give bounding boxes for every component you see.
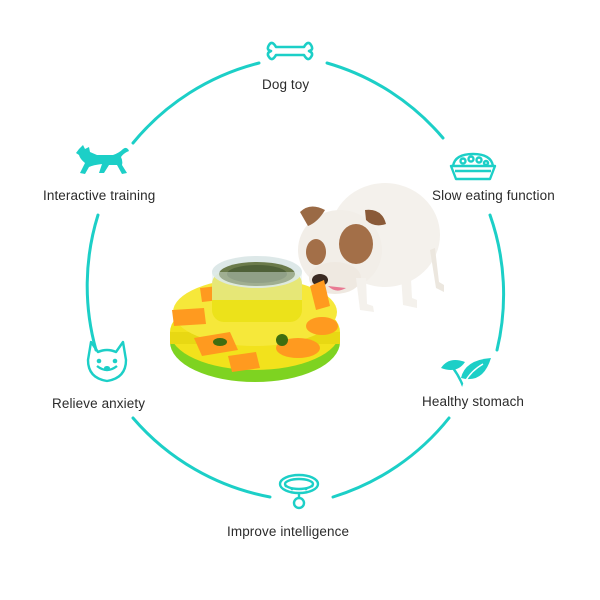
dog-face-icon	[84, 338, 130, 384]
collar-icon	[277, 470, 321, 512]
feature-label-dog-toy: Dog toy	[262, 77, 310, 92]
feature-label-improve-intelligence: Improve intelligence	[227, 524, 350, 539]
product-photo	[170, 183, 444, 382]
feature-label-interactive-training: Interactive training	[43, 188, 156, 203]
bone-icon	[266, 38, 314, 64]
feature-label-healthy-stomach: Healthy stomach	[422, 394, 525, 409]
feature-label-relieve-anxiety: Relieve anxiety	[52, 396, 146, 411]
food-bowl-icon	[449, 150, 497, 182]
puzzle-feeder-illustration	[170, 256, 340, 382]
leaves-icon	[439, 354, 493, 388]
running-dog-icon	[75, 143, 133, 177]
feature-label-slow-eating: Slow eating function	[432, 188, 555, 203]
